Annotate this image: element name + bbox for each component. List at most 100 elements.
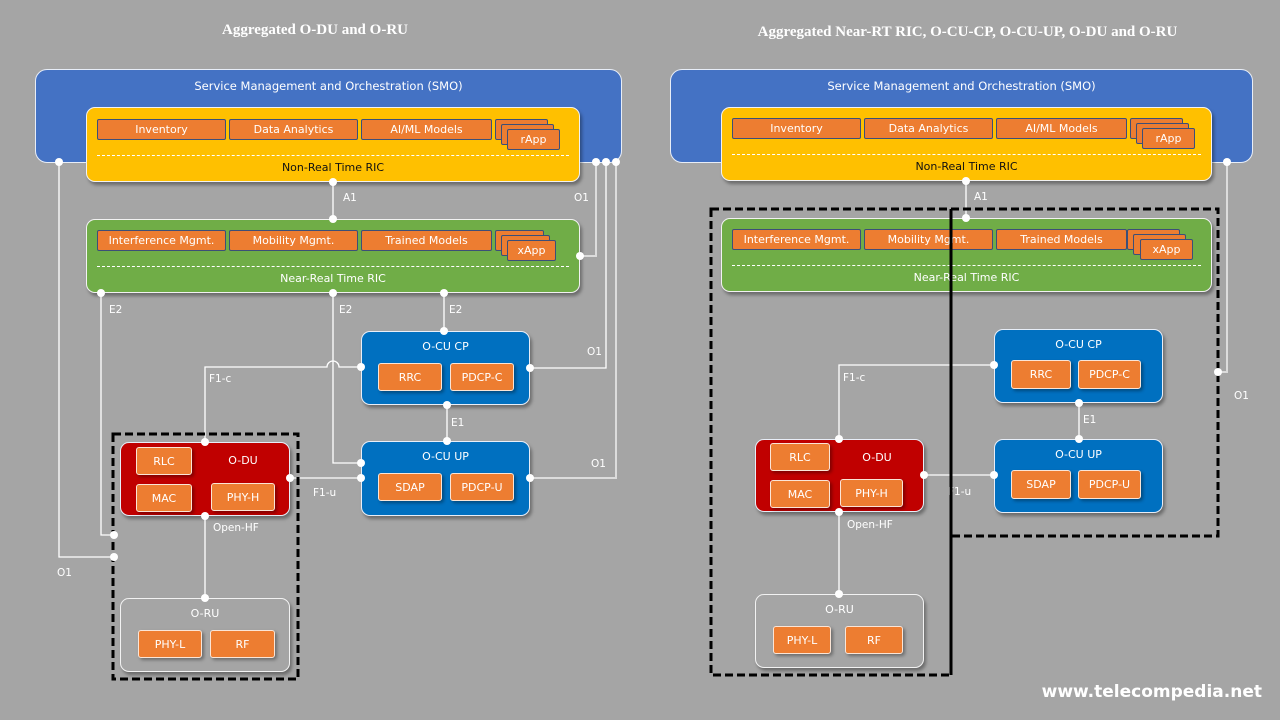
connector-dot (1214, 368, 1222, 376)
near-rt-ric-label: Near-Real Time RIC (913, 271, 1020, 284)
connector-dot (602, 158, 610, 166)
fn-pdcp-u: PDCP-U (450, 473, 514, 501)
o1-link-cu-up (530, 162, 617, 479)
open-hf-label: Open-HF (847, 519, 893, 531)
o-cu-cp-label: O-CU CP (1055, 338, 1102, 351)
connector-dot (357, 459, 365, 467)
o-cu-up-box: O-CU UP SDAP PDCP-U (994, 439, 1163, 513)
non-rt-ric-label: Non-Real Time RIC (281, 161, 385, 174)
connector-dot (990, 471, 998, 479)
app-interference-mgmt: Interference Mgmt. (732, 229, 861, 250)
a1-label: A1 (974, 191, 988, 203)
connector-dot (526, 474, 534, 482)
o1-link-cu-cp (530, 162, 607, 369)
f1c-link (838, 364, 994, 439)
connector-dot (592, 158, 600, 166)
app-inventory: Inventory (732, 118, 861, 139)
fn-rrc: RRC (1011, 360, 1071, 389)
connector-dot (835, 590, 843, 598)
right-diagram-title: Aggregated Near-RT RIC, O-CU-CP, O-CU-UP… (757, 24, 1178, 40)
e2-label-right: E2 (449, 304, 463, 316)
f1u-label: F1-u (313, 487, 337, 499)
connector-dot (201, 512, 209, 520)
connector-dot (962, 177, 970, 185)
connector-dot (110, 531, 118, 539)
connector-dot (1075, 435, 1083, 443)
rapp-stack-front: rApp (507, 129, 560, 150)
o-du-box: RLC O-DU MAC PHY-H (120, 442, 290, 516)
o1-label-cp: O1 (587, 346, 602, 358)
watermark: www.telecompedia.net (1041, 682, 1262, 702)
fn-rf: RF (210, 630, 275, 658)
fn-sdap: SDAP (1011, 470, 1071, 499)
connector-dot (329, 289, 337, 297)
connector-dot (201, 594, 209, 602)
ric-divider (97, 266, 569, 267)
fn-rrc: RRC (378, 363, 442, 391)
fn-phy-h: PHY-H (840, 479, 903, 507)
fn-rf: RF (845, 626, 903, 654)
o-ru-box: O-RU PHY-L RF (755, 594, 924, 668)
e1-label: E1 (1083, 414, 1097, 426)
connector-dot (440, 289, 448, 297)
app-mobility-mgmt: Mobility Mgmt. (229, 230, 358, 251)
connector-dot (443, 437, 451, 445)
o-du-label: O-DU (862, 451, 892, 464)
f1u-label: F1-u (948, 486, 972, 498)
fn-pdcp-c: PDCP-C (450, 363, 514, 391)
fn-phy-h: PHY-H (211, 483, 275, 511)
fn-pdcp-c: PDCP-C (1078, 360, 1141, 389)
xapp-stack-front: xApp (1140, 239, 1193, 260)
connector-dot (357, 474, 365, 482)
fn-pdcp-u: PDCP-U (1078, 470, 1141, 499)
o1-label-left: O1 (57, 567, 72, 579)
o1-link-near-rt (580, 162, 597, 257)
fn-rlc: RLC (136, 447, 192, 475)
connector-dot (920, 471, 928, 479)
connector-dot (1075, 399, 1083, 407)
ric-divider (97, 155, 569, 156)
aggregation-boundary-cu (949, 207, 1220, 538)
open-hf-label: Open-HF (213, 522, 259, 534)
fn-sdap: SDAP (378, 473, 442, 501)
near-rt-ric-box: Interference Mgmt. Mobility Mgmt. Traine… (721, 218, 1212, 292)
o-cu-up-label: O-CU UP (422, 450, 469, 463)
fn-phy-l: PHY-L (773, 626, 831, 654)
non-rt-ric-box: Inventory Data Analytics AI/ML Models rA… (721, 107, 1212, 181)
connector-dot (526, 364, 534, 372)
f1c-label: F1-c (209, 373, 232, 385)
app-ai-ml-models: AI/ML Models (361, 119, 492, 140)
app-trained-models: Trained Models (996, 229, 1127, 250)
rapp-stack-front: rApp (1142, 128, 1195, 149)
e2-label-mid: E2 (339, 304, 353, 316)
connector-dot (329, 178, 337, 186)
connector-dot (990, 361, 998, 369)
connector-dot (357, 363, 365, 371)
app-data-analytics: Data Analytics (864, 118, 993, 139)
aggregation-boundary-ric-du-ru (709, 207, 953, 677)
app-interference-mgmt: Interference Mgmt. (97, 230, 226, 251)
fn-phy-l: PHY-L (138, 630, 202, 658)
o-cu-cp-label: O-CU CP (422, 340, 469, 353)
connector-dot (286, 474, 294, 482)
o1-link-left (58, 162, 114, 558)
non-rt-ric-label: Non-Real Time RIC (915, 160, 1018, 173)
connector-dot (329, 215, 337, 223)
smo-label: Service Management and Orchestration (SM… (827, 79, 1096, 93)
o-du-label: O-DU (228, 454, 258, 467)
connector-dot (835, 435, 843, 443)
near-rt-ric-box: Interference Mgmt. Mobility Mgmt. Traine… (86, 219, 580, 293)
app-inventory: Inventory (97, 119, 226, 140)
xapp-stack-front: xApp (507, 240, 556, 261)
app-data-analytics: Data Analytics (229, 119, 358, 140)
near-rt-ric-label: Near-Real Time RIC (280, 272, 386, 285)
e2-link-mid (332, 293, 361, 464)
fn-mac: MAC (770, 480, 830, 508)
connector-dot (612, 158, 620, 166)
non-rt-ric-box: Inventory Data Analytics AI/ML Models rA… (86, 107, 580, 182)
o1-label-up: O1 (591, 458, 606, 470)
o1-label-near-rt: O1 (574, 192, 589, 204)
e1-label: E1 (451, 417, 465, 429)
o1-label: O1 (1234, 390, 1249, 402)
